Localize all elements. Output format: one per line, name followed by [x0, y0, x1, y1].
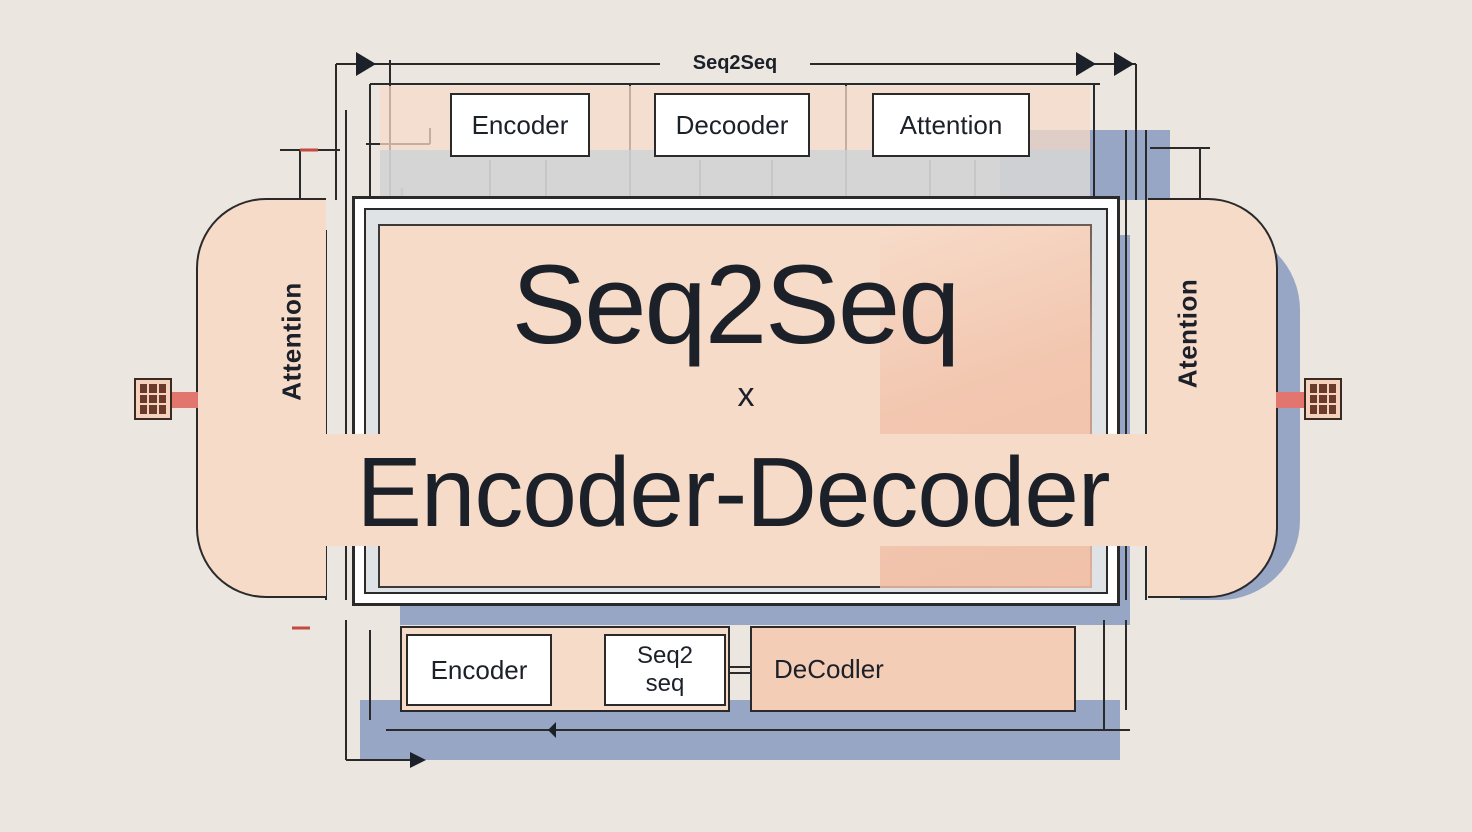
- right-connector-bar: [1276, 392, 1308, 408]
- top-attention-box: Attention: [872, 93, 1030, 157]
- subtitle-band: [270, 434, 1196, 546]
- main-separator: x: [737, 376, 755, 414]
- right-chip-icon: [1304, 378, 1342, 420]
- top-decoder-box: Decooder: [654, 93, 810, 157]
- bottom-encoder-label: Encoder: [430, 654, 528, 685]
- bottom-decoder-label: DeCodler: [774, 653, 884, 684]
- bottom-decoder-box: DeCodler: [750, 626, 1076, 712]
- main-subtitle: Encoder-Decoder: [356, 437, 1110, 547]
- top-panel-band: [380, 150, 1090, 200]
- main-title: Seq2Seq: [511, 242, 961, 367]
- bottom-seq-line1: Seq2: [636, 642, 694, 669]
- right-attention-label: Atention: [1172, 278, 1203, 389]
- bottom-seq2seq-box: Seq2 seq: [604, 634, 726, 706]
- top-decoder-label: Decooder: [675, 109, 789, 140]
- top-encoder-box: Encoder: [450, 93, 590, 157]
- top-seq2seq-label: Seq2Seq: [660, 52, 810, 75]
- bottom-encoder-box: Encoder: [406, 634, 552, 706]
- left-connector-bar: [168, 392, 198, 408]
- bottom-seq-line2: seq: [645, 670, 685, 697]
- left-attention-label: Attention: [276, 282, 307, 401]
- top-attention-label: Attention: [899, 109, 1003, 140]
- left-chip-icon: [134, 378, 172, 420]
- top-encoder-label: Encoder: [471, 109, 569, 140]
